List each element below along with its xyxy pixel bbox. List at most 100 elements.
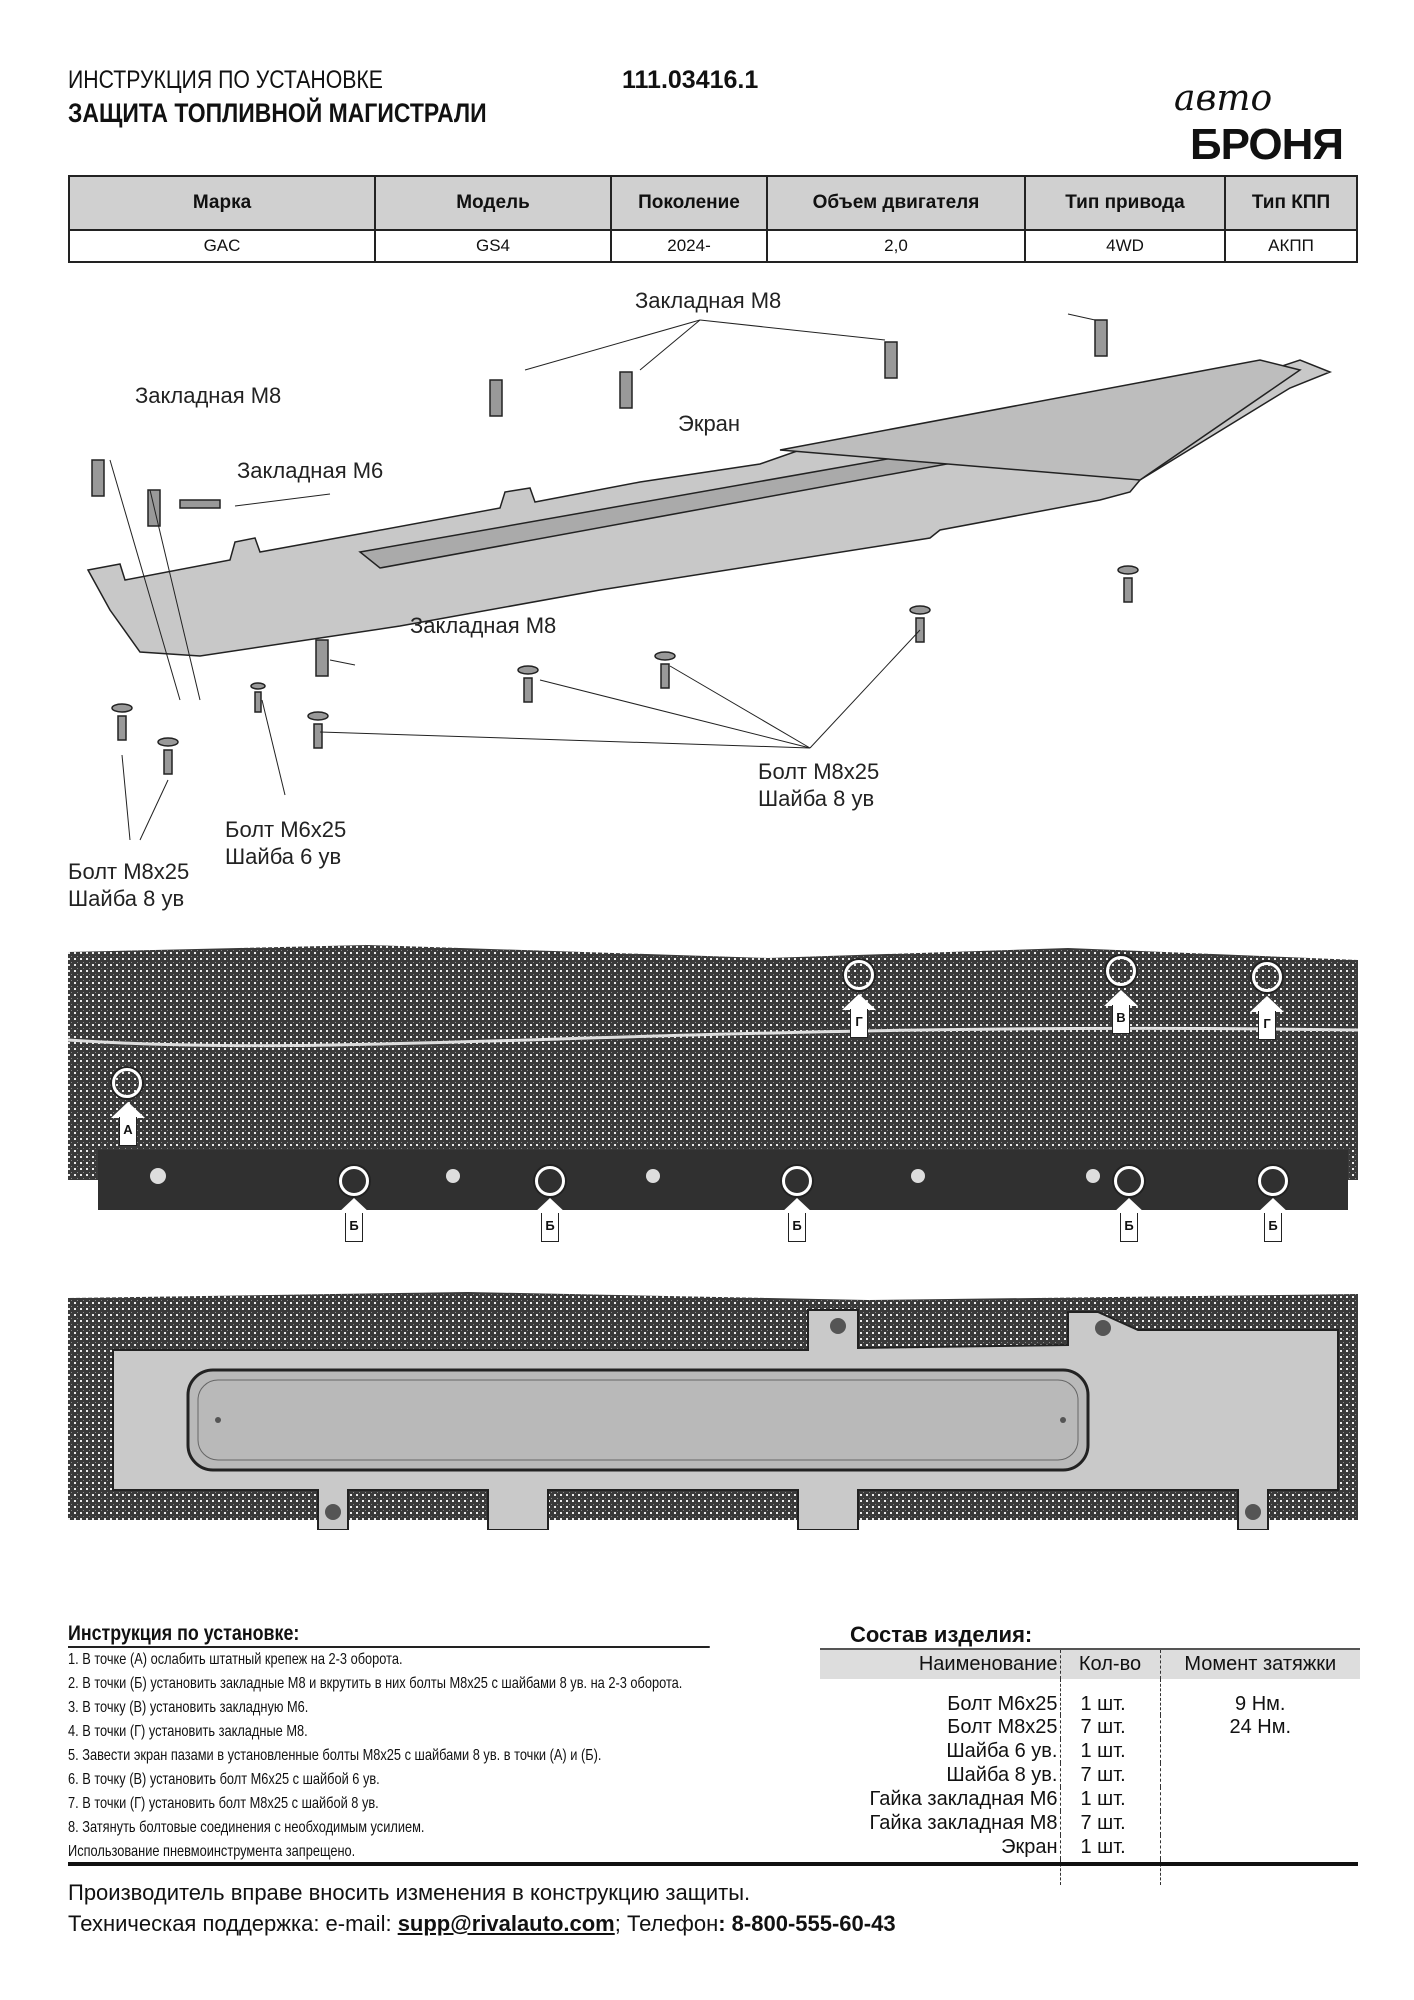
doc-type: ИНСТРУКЦИЯ ПО УСТАНОВКЕ <box>68 66 383 94</box>
part-torque <box>1160 1763 1360 1787</box>
part-qty: 1 шт. <box>1060 1739 1161 1763</box>
part-qty: 1 шт. <box>1060 1835 1161 1859</box>
cell: GS4 <box>374 229 612 263</box>
step: 2. В точки (Б) установить закладные М8 и… <box>68 1675 683 1692</box>
warning: Использование пневмоинструмента запрещен… <box>68 1843 356 1860</box>
underbody-image <box>68 945 1358 1210</box>
logo-script: авто <box>1174 78 1273 119</box>
part-qty: 7 шт. <box>1060 1715 1161 1739</box>
step: 4. В точки (Г) установить закладные М8. <box>68 1723 308 1740</box>
part-torque: 9 Нм. <box>1235 1693 1286 1715</box>
label-zakladnaya-m8-top: Закладная М8 <box>635 288 782 313</box>
marker-g <box>844 960 874 990</box>
marker-v <box>1106 956 1136 986</box>
col-header: Поколение <box>610 175 768 231</box>
label-zakladnaya-m6: Закладная М6 <box>237 458 384 483</box>
footer-notice: Производитель вправе вносить изменения в… <box>68 1880 751 1905</box>
label-line: Шайба 8 ув <box>68 886 185 911</box>
step: 5. Завести экран пазами в установленные … <box>68 1747 602 1764</box>
parts-table: Наименование Кол-во Момент затяжки Болт … <box>820 1648 1360 1885</box>
part-qty: 1 шт. <box>1060 1787 1161 1811</box>
label-zakladnaya-m8-left: Закладная М8 <box>135 383 282 408</box>
phone-label: ; Телефон <box>614 1911 719 1936</box>
parts-title: Состав изделия: <box>850 1622 1033 1647</box>
arrow-b: Б <box>533 1198 567 1242</box>
part-name: Шайба 8 ув. <box>820 1763 1061 1787</box>
installed-image <box>68 1292 1358 1530</box>
instructions-list: 1. В точке (А) ослабить штатный крепеж н… <box>68 1648 708 1864</box>
col-header: Объем двигателя <box>766 175 1026 231</box>
footer-support: Техническая поддержка: e-mail: supp@riva… <box>68 1911 896 1937</box>
logo-text: БРОНЯ <box>1190 120 1344 169</box>
cell: 2,0 <box>766 229 1026 263</box>
divider <box>68 1862 1358 1866</box>
cell: 2024- <box>610 229 768 263</box>
cell: АКПП <box>1224 229 1358 263</box>
step: 6. В точку (В) установить болт М6x25 с ш… <box>68 1771 380 1788</box>
marker-b <box>1258 1166 1288 1196</box>
label-screen: Экран <box>678 411 741 436</box>
part-name: Гайка закладная М6 <box>820 1787 1061 1811</box>
label-line: Болт М8x25 <box>68 859 190 884</box>
arrow-a: А <box>111 1102 145 1146</box>
brand-logo: авто БРОНЯ <box>1160 78 1360 169</box>
arrow-b: Б <box>337 1198 371 1242</box>
part-name: Болт М8x25 <box>820 1715 1061 1739</box>
marker-b <box>535 1166 565 1196</box>
part-torque <box>1160 1739 1360 1763</box>
part-torque <box>1160 1835 1360 1859</box>
marker-b <box>339 1166 369 1196</box>
col-header: Наименование <box>820 1648 1061 1679</box>
exploded-diagram <box>86 313 1333 841</box>
col-header: Тип привода <box>1024 175 1226 231</box>
arrow-b: Б <box>1256 1198 1290 1242</box>
part-qty: 7 шт. <box>1060 1811 1161 1835</box>
mounting-points-photo: А Г В Г Б Б Б Б Б <box>68 940 1358 1245</box>
label-line: Болт М6x25 <box>225 817 347 842</box>
part-name: Гайка закладная М8 <box>820 1811 1061 1835</box>
arrow-g: Г <box>842 994 876 1038</box>
product-title: ЗАЩИТА ТОПЛИВНОЙ МАГИСТРАЛИ <box>68 98 487 128</box>
installed-screen-photo <box>68 1290 1358 1530</box>
support-email-link[interactable]: supp@rivalauto.com <box>397 1911 615 1936</box>
step: 8. Затянуть болтовые соединения с необхо… <box>68 1819 425 1836</box>
col-header: Кол-во <box>1060 1648 1161 1679</box>
part-name: Экран <box>820 1835 1061 1859</box>
part-qty: 7 шт. <box>1060 1763 1161 1787</box>
screen-plate <box>86 359 1333 657</box>
support-label: Техническая поддержка: e-mail: <box>68 1911 398 1936</box>
part-torque: 24 Нм. <box>1229 1716 1292 1738</box>
part-name: Шайба 6 ув. <box>820 1739 1061 1763</box>
label-zakladnaya-m8-mid: Закладная М8 <box>410 613 557 638</box>
instructions-title: Инструкция по установке: <box>68 1622 710 1648</box>
part-torque <box>1160 1787 1360 1811</box>
leader-lines <box>109 313 1096 841</box>
label-line: Болт М8x25 <box>758 759 880 784</box>
installation-instructions: Инструкция по установке: 1. В точке (А) … <box>68 1622 710 1864</box>
marker-g <box>1252 962 1282 992</box>
part-name: Болт М6x25 <box>820 1679 1061 1715</box>
col-header: Марка <box>68 175 376 231</box>
arrow-b: Б <box>1112 1198 1146 1242</box>
cell: 4WD <box>1024 229 1226 263</box>
arrow-b: Б <box>780 1198 814 1242</box>
parts-list: Состав изделия: Наименование Кол-во Моме… <box>820 1622 1360 1885</box>
vehicle-table: Марка Модель Поколение Объем двигателя Т… <box>68 175 1358 263</box>
marker-b <box>782 1166 812 1196</box>
step: 3. В точку (В) установить закладную М6. <box>68 1699 309 1716</box>
article-code: 111.03416.1 <box>622 66 759 94</box>
label-line: Шайба 8 ув <box>758 786 875 811</box>
cell: GAC <box>68 229 376 263</box>
col-header: Тип КПП <box>1224 175 1358 231</box>
step: 7. В точки (Г) установить болт М8x25 с ш… <box>68 1795 379 1812</box>
step: 1. В точке (А) ослабить штатный крепеж н… <box>68 1651 403 1668</box>
marker-b <box>1114 1166 1144 1196</box>
support-phone: : 8-800-555-60-43 <box>718 1911 896 1936</box>
marker-a <box>112 1068 142 1098</box>
col-header: Момент затяжки <box>1160 1648 1360 1679</box>
label-line: Шайба 6 ув <box>225 844 342 869</box>
part-torque <box>1160 1811 1360 1835</box>
